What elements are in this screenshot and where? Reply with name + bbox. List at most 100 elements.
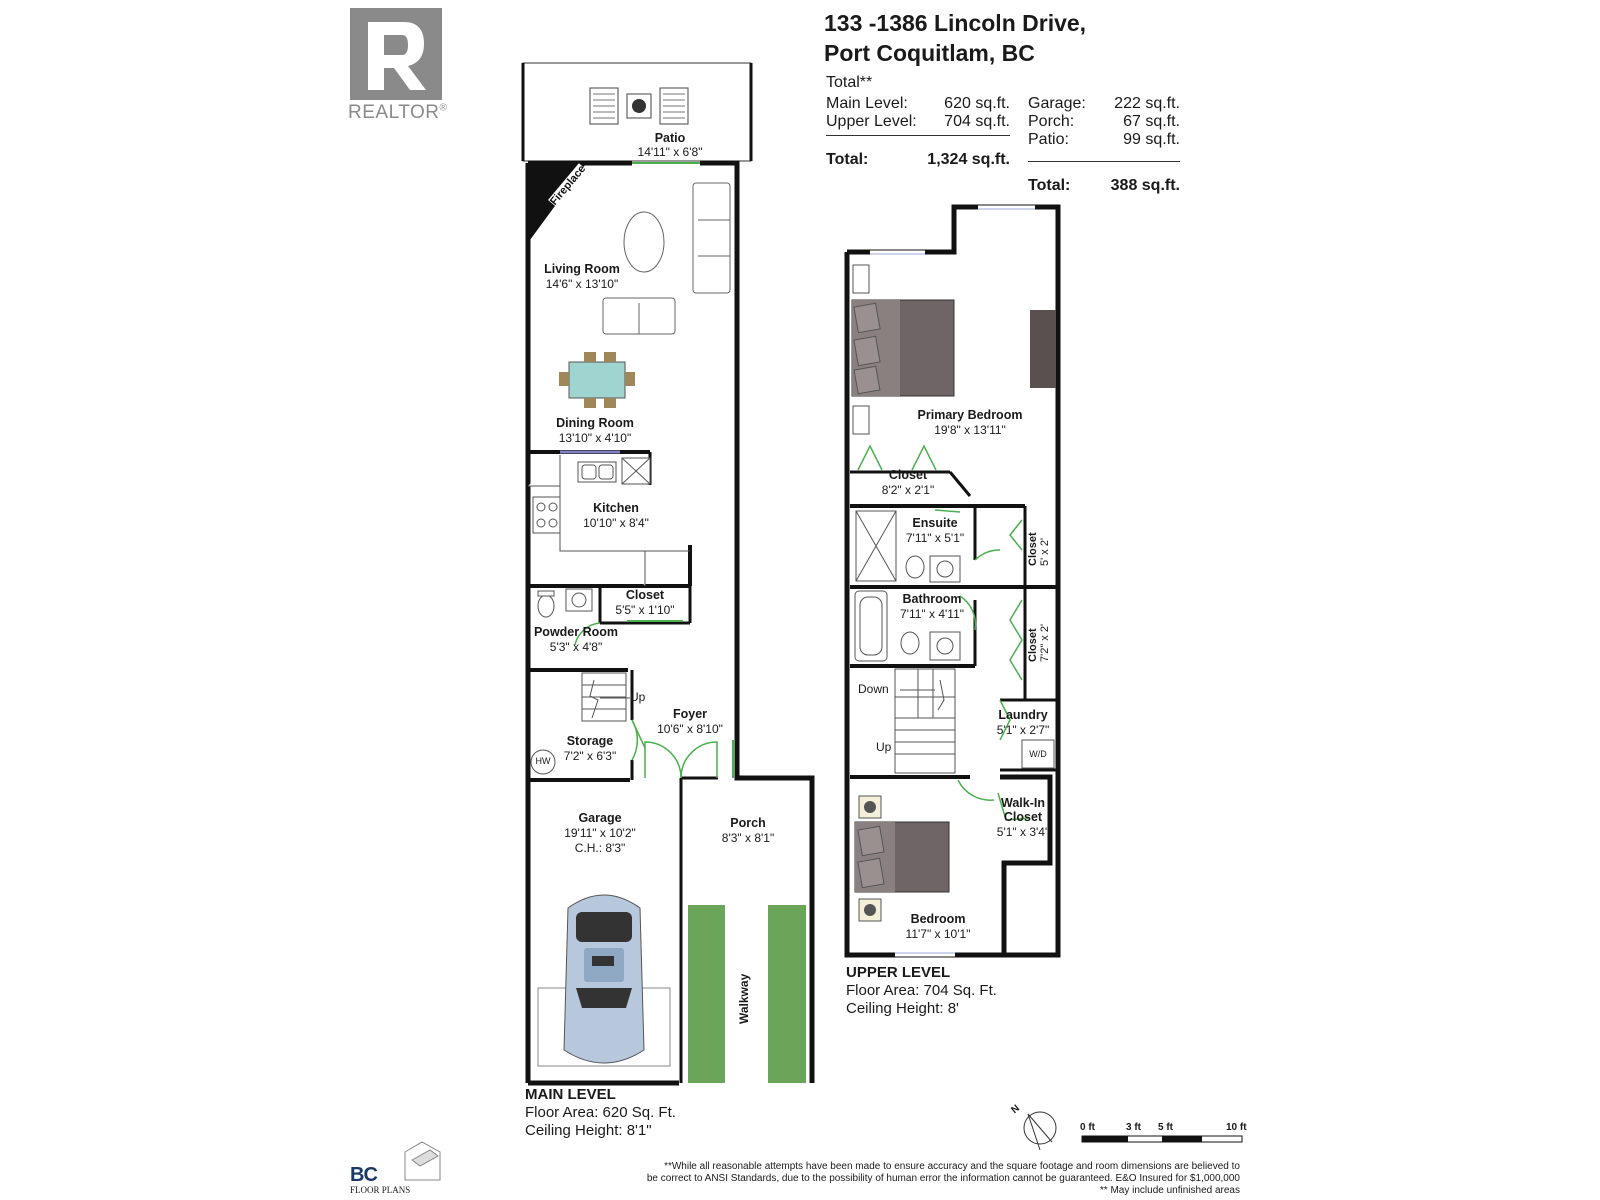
primary-bedroom-dim: 19'8" x 13'11" bbox=[934, 423, 1006, 437]
area-divider-left bbox=[826, 135, 1010, 136]
stairs-down-label: Down bbox=[858, 682, 889, 696]
registered-mark: ® bbox=[439, 102, 448, 114]
closet-primary-label: Closet bbox=[888, 468, 928, 482]
bathroom-dim: 7'11" x 4'11" bbox=[899, 607, 965, 621]
main-level-walls bbox=[525, 160, 815, 1086]
realtor-logo: REALTOR® bbox=[348, 8, 448, 126]
scale-10-label: 10 ft bbox=[1226, 1122, 1247, 1133]
garage-value: 222 sq.ft. bbox=[1114, 95, 1180, 112]
disclaimer-line-2: be correct to ANSI Standards, due to the… bbox=[646, 1173, 1240, 1184]
bc-brand-mark: BC bbox=[350, 1164, 378, 1186]
address-line-2: Port Coquitlam, BC bbox=[824, 40, 1035, 66]
patio-label: Patio bbox=[654, 131, 686, 145]
grass-right bbox=[768, 905, 806, 1083]
area-divider-right bbox=[1028, 161, 1180, 162]
living-room-label: Living Room bbox=[544, 262, 620, 276]
stairs-up-label: Up bbox=[630, 690, 646, 704]
bathroom-fixtures bbox=[854, 590, 961, 662]
main-level-label: Main Level: bbox=[826, 95, 908, 112]
closet-main-label: Closet bbox=[625, 588, 665, 602]
primary-bedroom-label: Primary Bedroom bbox=[917, 408, 1023, 422]
realtor-r-icon bbox=[350, 8, 442, 100]
porch-label: Porch: bbox=[1028, 113, 1075, 130]
closet-primary-dim: 8'2" x 2'1" bbox=[881, 483, 935, 497]
bc-floorplans-logo-icon bbox=[404, 1141, 441, 1181]
scale-bar bbox=[1081, 1135, 1243, 1143]
main-level-title: MAIN LEVEL bbox=[525, 1086, 616, 1103]
upper-level-title: UPPER LEVEL bbox=[846, 964, 951, 981]
main-stairs bbox=[581, 672, 630, 722]
upper-level-value: 704 sq.ft. bbox=[944, 113, 1010, 130]
dresser bbox=[1030, 310, 1056, 388]
porch-label: Porch bbox=[730, 816, 766, 830]
main-level-floor-area: Floor Area: 620 Sq. Ft. bbox=[525, 1104, 676, 1121]
closet-hall-label: Closet 7'2" x 2' bbox=[1027, 624, 1051, 662]
closet-main-dim: 5'5" x 1'10" bbox=[615, 603, 675, 617]
patio-dim: 14'11" x 6'8" bbox=[637, 145, 703, 159]
compass-icon bbox=[1023, 1111, 1057, 1151]
main-level-value: 620 sq.ft. bbox=[944, 95, 1010, 112]
garage-ceiling: C.H.: 8'3" bbox=[574, 841, 626, 855]
bathroom-label: Bathroom bbox=[902, 592, 962, 606]
powder-fixtures bbox=[537, 588, 593, 618]
total-value: 1,324 sq.ft. bbox=[927, 151, 1010, 168]
patio-area bbox=[521, 62, 753, 162]
scale-3-label: 3 ft bbox=[1126, 1122, 1141, 1133]
powder-room-dim: 5'3" x 4'8" bbox=[549, 640, 603, 654]
total-label: Total: bbox=[826, 151, 869, 168]
total-heading: Total** bbox=[826, 74, 873, 91]
sofa-bottom bbox=[602, 297, 676, 335]
kitchen-fixtures bbox=[528, 455, 690, 586]
porch-dim: 8'3" x 8'1" bbox=[721, 831, 775, 845]
scale-5-label: 5 ft bbox=[1158, 1122, 1173, 1133]
bedroom-dim: 11'7" x 10'1" bbox=[905, 927, 971, 941]
closet-hall-name: Closet bbox=[1027, 628, 1039, 662]
garage-label: Garage bbox=[578, 811, 622, 825]
garage-label: Garage: bbox=[1028, 95, 1086, 112]
laundry-dim: 5'1" x 2'7" bbox=[996, 723, 1050, 737]
powder-room-label: Powder Room bbox=[533, 625, 619, 639]
laundry-label: Laundry bbox=[998, 708, 1048, 722]
ensuite-dim: 7'11" x 5'1" bbox=[905, 531, 965, 545]
kitchen-label: Kitchen bbox=[593, 501, 639, 515]
patio-value: 99 sq.ft. bbox=[1123, 131, 1180, 148]
stairs-up-upper-label: Up bbox=[876, 740, 892, 754]
primary-bed bbox=[851, 264, 955, 435]
bedroom-bed bbox=[854, 795, 950, 922]
grass-left bbox=[688, 905, 725, 1083]
address-line-1: 133 -1386 Lincoln Drive, bbox=[824, 10, 1087, 36]
dining-table bbox=[559, 352, 635, 408]
washer-dryer-label: W/D bbox=[1029, 749, 1047, 759]
closet-hall-dim: 7'2" x 2' bbox=[1039, 623, 1051, 662]
walkin-closet-label-1: Walk-In bbox=[1001, 796, 1045, 810]
main-level-ceiling: Ceiling Height: 8'1" bbox=[525, 1122, 652, 1139]
ensuite-fixtures bbox=[855, 510, 961, 583]
patio-label: Patio: bbox=[1028, 131, 1069, 148]
car-icon bbox=[537, 894, 671, 1067]
ensuite-label: Ensuite bbox=[912, 516, 958, 530]
living-room-dim: 14'6" x 13'10" bbox=[545, 277, 619, 291]
kitchen-dim: 10'10" x 8'4" bbox=[583, 516, 649, 530]
realtor-wordmark: REALTOR bbox=[348, 102, 440, 123]
dining-room-label: Dining Room bbox=[556, 416, 634, 430]
sofa-right bbox=[692, 182, 731, 294]
disclaimer-line-3: ** May include unfinished areas bbox=[1099, 1185, 1240, 1196]
bedroom-label: Bedroom bbox=[910, 912, 966, 926]
walkway-label: Walkway bbox=[737, 973, 751, 1024]
storage-label: Storage bbox=[566, 734, 614, 748]
unfinished-total-value: 388 sq.ft. bbox=[1110, 177, 1180, 194]
unfinished-total-label: Total: bbox=[1028, 177, 1071, 194]
upper-level-ceiling: Ceiling Height: 8' bbox=[846, 1000, 959, 1017]
storage-dim: 7'2" x 6'3" bbox=[563, 749, 617, 763]
upper-level-floor-area: Floor Area: 704 Sq. Ft. bbox=[846, 982, 997, 999]
walkin-closet-label-2: Closet bbox=[1003, 810, 1043, 824]
walkin-closet-dim: 5'1" x 3'4" bbox=[996, 825, 1050, 839]
upper-level-label: Upper Level: bbox=[826, 113, 917, 130]
foyer-dim: 10'6" x 8'10" bbox=[657, 722, 723, 736]
upper-stairs bbox=[894, 668, 956, 774]
scale-0-label: 0 ft bbox=[1080, 1122, 1095, 1133]
hot-water-label: HW bbox=[535, 756, 551, 766]
garage-dim: 19'11" x 10'2" bbox=[564, 826, 636, 840]
porch-value: 67 sq.ft. bbox=[1123, 113, 1180, 130]
